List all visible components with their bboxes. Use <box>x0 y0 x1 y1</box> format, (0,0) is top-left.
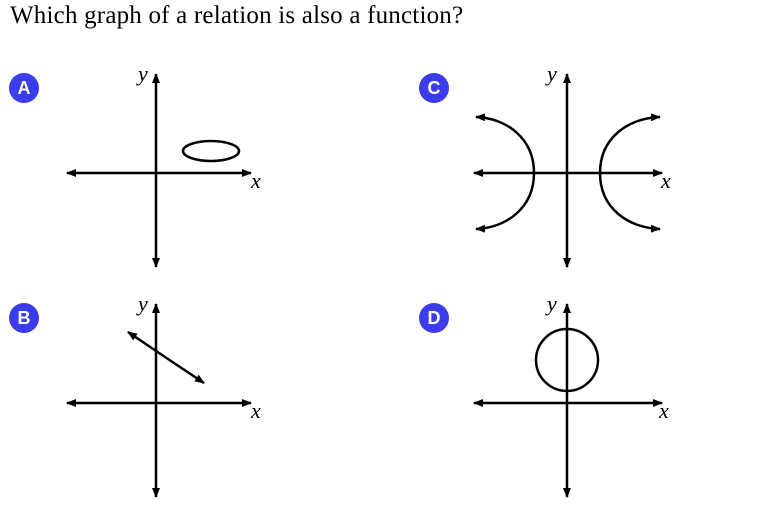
option-d-badge[interactable]: D <box>419 303 449 333</box>
graph-a-x-label: x <box>251 168 261 193</box>
question-text: Which graph of a relation is also a func… <box>10 2 464 29</box>
graph-b-line <box>164 355 205 385</box>
option-a-badge[interactable]: A <box>9 73 39 103</box>
graph-d-x-label: x <box>659 398 669 423</box>
graph-a-y-label: y <box>138 61 148 86</box>
graph-c-y-label: y <box>547 61 557 86</box>
graph-c-right-arc <box>598 172 661 233</box>
graph-d-y-label: y <box>547 291 557 316</box>
graph-d[interactable] <box>466 290 696 510</box>
option-b-badge[interactable]: B <box>9 303 39 333</box>
graph-a-ellipse <box>181 139 241 163</box>
graph-c-x-label: x <box>661 168 671 193</box>
graph-d-circle <box>534 327 600 393</box>
graph-b-x-label: x <box>251 398 261 423</box>
graph-c-left-arc <box>475 172 536 233</box>
graph-b-y-label: y <box>138 291 148 316</box>
graph-c-left-arc <box>475 113 536 174</box>
graph-b-line <box>127 330 166 359</box>
graph-c[interactable] <box>466 60 696 280</box>
option-c-badge[interactable]: C <box>419 73 449 103</box>
graph-c-right-arc <box>598 113 661 174</box>
graph-b[interactable] <box>55 290 275 510</box>
graph-a[interactable] <box>55 60 275 280</box>
